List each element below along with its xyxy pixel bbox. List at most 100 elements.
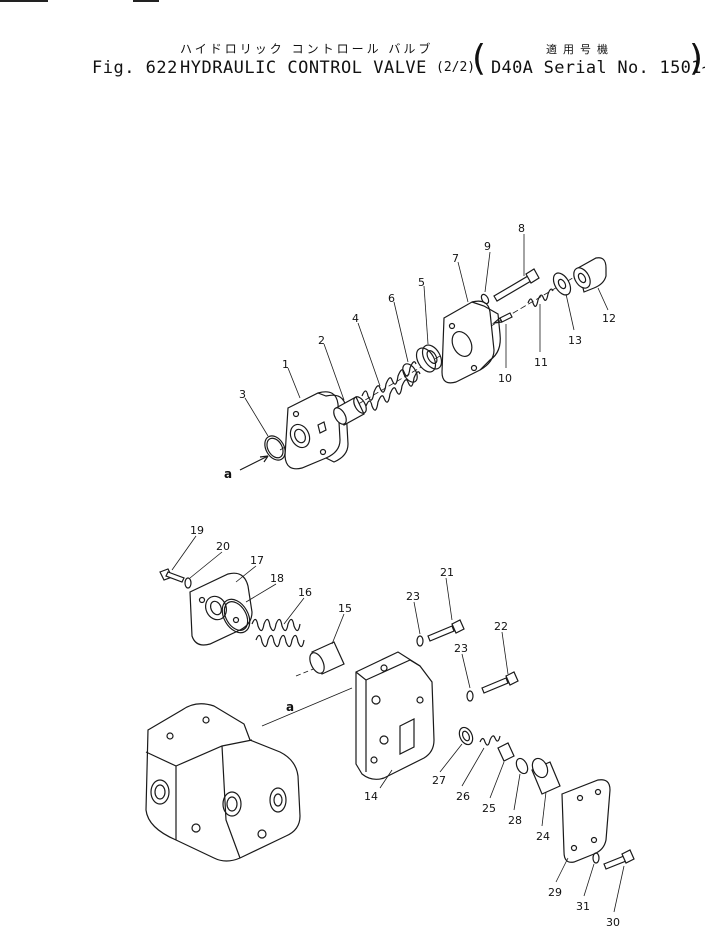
callout-22: 22 <box>494 620 508 633</box>
leader-24 <box>541 791 547 827</box>
connection-label-a-lower: a <box>286 700 294 714</box>
part-21-bolt-shank <box>427 625 455 642</box>
part-18-oring-inner <box>223 601 249 631</box>
part-11-spring <box>527 288 554 307</box>
part-17-bore-inner <box>209 600 223 616</box>
part-16-spring <box>251 618 301 632</box>
applicability-serial: D40A Serial No. 1501~ <box>491 58 705 78</box>
callout-19: 19 <box>190 524 204 537</box>
part-14-port <box>371 695 381 705</box>
valve-body-bolt-hole <box>191 823 201 833</box>
leader-26 <box>461 747 485 787</box>
connection-label-a-upper: a <box>224 467 232 481</box>
part-8-bolt-head <box>525 268 540 284</box>
part-22-bolt-head <box>505 671 519 686</box>
leader-14 <box>379 769 393 789</box>
part-15-plunger-end <box>309 652 325 674</box>
callout-23-upper: 23 <box>406 590 420 603</box>
callout-11: 11 <box>534 356 548 369</box>
valve-body-bolt-hole <box>166 732 174 740</box>
figure-number: Fig. 622 <box>92 58 178 78</box>
leader-30 <box>613 865 625 913</box>
part-14-housing-edge <box>365 659 421 681</box>
part-3-oring-inner <box>266 437 284 459</box>
leader-17 <box>235 565 257 583</box>
connection-line-a <box>261 687 353 727</box>
part-29-bolt-hole <box>590 836 598 844</box>
part-16-spring <box>255 634 305 648</box>
callout-4: 4 <box>352 312 359 325</box>
part-22-bolt-shank <box>481 677 509 694</box>
part-20-washer <box>184 577 192 589</box>
leader-23-upper <box>413 601 421 635</box>
part-29-bolt-hole <box>570 844 578 852</box>
part-5-bushing-bore <box>426 350 438 364</box>
part-1-bolt-hole <box>292 410 300 418</box>
part-27-seal <box>458 726 474 746</box>
callout-6: 6 <box>388 292 395 305</box>
part-14-port <box>416 696 424 704</box>
callout-30: 30 <box>606 916 620 927</box>
part-2-spool-end <box>333 407 347 425</box>
leader-27 <box>439 743 463 773</box>
part-5-bushing-rim <box>421 344 443 370</box>
part-12-plug-face <box>573 267 591 289</box>
part-12-plug-bore <box>577 272 587 284</box>
leader-18 <box>245 583 277 603</box>
callout-28: 28 <box>508 814 522 827</box>
callout-20: 20 <box>216 540 230 553</box>
valve-body-port-inner <box>226 796 238 812</box>
leader-19 <box>171 535 197 571</box>
part-6-oring <box>402 363 418 383</box>
part-1-bore-inner <box>293 428 307 444</box>
part-24-sleeve-end <box>531 757 549 779</box>
leader-28 <box>513 773 521 811</box>
callout-13: 13 <box>568 334 582 347</box>
leader-4 <box>357 322 381 387</box>
callout-27: 27 <box>432 774 446 787</box>
part-23-washer <box>466 690 474 702</box>
callout-15: 15 <box>338 602 352 615</box>
part-10-pin-tip <box>492 317 503 324</box>
part-1-bore <box>289 423 311 449</box>
part-14-housing <box>355 651 435 780</box>
part-14-port <box>380 664 388 672</box>
part-31-washer <box>592 852 600 864</box>
part-21-bolt-head <box>451 619 465 634</box>
part-13-nut-bore <box>557 278 567 290</box>
callout-5: 5 <box>418 276 425 289</box>
part-19-bolt-shank <box>165 571 185 583</box>
part-7-flange <box>441 300 495 384</box>
callout-14: 14 <box>364 790 378 803</box>
part-3-oring <box>264 435 286 461</box>
part-30-bolt-head <box>621 849 635 864</box>
leader-9 <box>484 251 491 293</box>
callout-8: 8 <box>518 222 525 235</box>
part-7-flange-side <box>471 301 501 371</box>
applicability-japanese: 適用号機 <box>546 43 614 56</box>
part-18-oring <box>221 598 251 634</box>
sheet-fraction: (2/2) <box>436 60 476 75</box>
part-9-washer <box>480 293 490 305</box>
part-7-bolt-hole <box>470 364 478 372</box>
leader-16 <box>283 597 305 625</box>
header-rule-left <box>0 0 48 2</box>
callout-7: 7 <box>452 252 459 265</box>
part-1-cover-side <box>317 392 349 463</box>
callout-3: 3 <box>239 388 246 401</box>
part-17-bolt-hole <box>198 596 206 604</box>
callout-21: 21 <box>440 566 454 579</box>
callout-12: 12 <box>602 312 616 325</box>
part-2-spool-end <box>353 396 367 414</box>
leader-20 <box>189 551 223 579</box>
title-japanese: ハイドロリック コントロール バルブ <box>180 42 434 56</box>
callout-2: 2 <box>318 334 325 347</box>
part-8-bolt-shank <box>493 275 532 302</box>
leader-31 <box>583 863 595 897</box>
part-28-oring <box>515 757 529 775</box>
leader-7 <box>457 261 469 303</box>
part-14-window <box>399 718 415 755</box>
part-1-bolt-hole <box>319 448 327 456</box>
callout-25: 25 <box>482 802 496 815</box>
